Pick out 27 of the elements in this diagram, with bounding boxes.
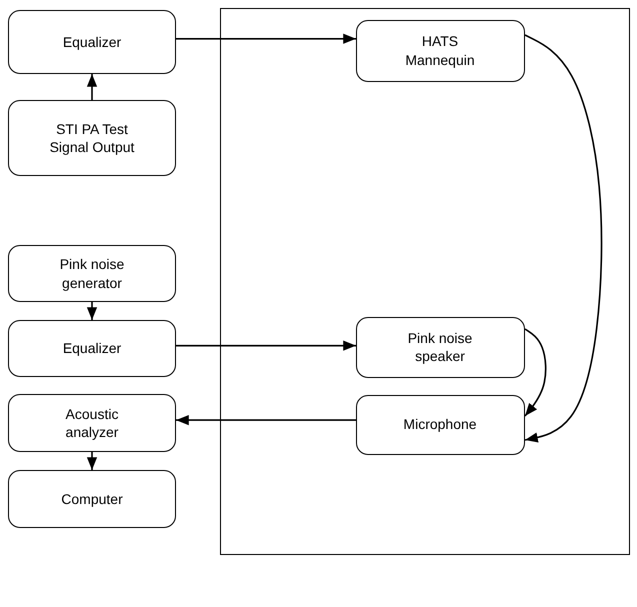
process-box [8, 245, 176, 302]
process-box [8, 470, 176, 528]
node-label: Microphone [402, 415, 478, 434]
node-label: Computer [60, 490, 124, 508]
arrow [524, 34, 602, 442]
process-box [356, 316, 524, 378]
process-box [8, 320, 176, 377]
node-label: STI PA Test Signal Output [48, 120, 136, 156]
enclosure-frame [220, 8, 630, 555]
arrow [86, 452, 98, 470]
process-box [356, 20, 524, 82]
node-label: Pink noise speaker [406, 328, 474, 366]
arrow [176, 340, 356, 351]
arrow [176, 34, 356, 44]
arrow [176, 414, 356, 426]
arrow [86, 74, 98, 100]
node-label: Pink noise generator [58, 255, 126, 292]
arrow [86, 302, 98, 320]
node-label: Acoustic analyzer [64, 404, 120, 442]
process-box [356, 394, 524, 454]
process-box [8, 394, 176, 452]
process-box [8, 10, 176, 74]
node-label: Equalizer [62, 32, 122, 52]
node-label: HATS Mannequin [404, 32, 476, 69]
arrow [524, 328, 546, 416]
process-box [8, 100, 176, 176]
node-label: Equalizer [62, 339, 122, 358]
